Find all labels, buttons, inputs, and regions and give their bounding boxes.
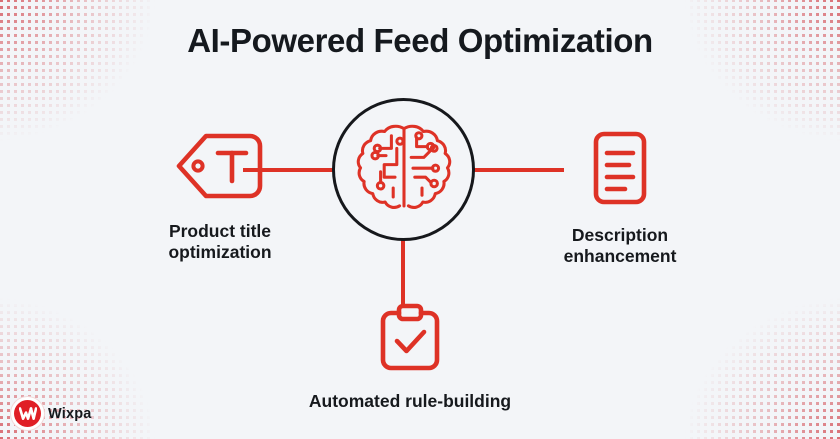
- page-title: AI-Powered Feed Optimization: [187, 22, 653, 59]
- document-lines-icon: [590, 130, 650, 211]
- node-label-automated-rule-building: Automated rule-building: [308, 391, 512, 411]
- node-description-enhancement[interactable]: Description enhancement: [540, 130, 700, 268]
- connector-left: [243, 168, 335, 172]
- brand-wordmark: Wixpa: [48, 405, 92, 422]
- brain-ring-outline: [332, 98, 475, 241]
- center-node-ai-brain: [332, 98, 475, 241]
- corner-dots-bottom-right: [684, 297, 840, 439]
- node-label-description-enhancement: Description enhancement: [563, 225, 677, 267]
- node-automated-rule-building[interactable]: Automated rule-building: [282, 302, 538, 412]
- connector-bottom: [401, 238, 405, 306]
- price-tag-text-icon: [173, 130, 267, 207]
- brand-logo[interactable]: Wixpa: [14, 400, 92, 427]
- ai-brain-circuit-icon: [350, 116, 458, 224]
- node-product-title-optimization[interactable]: Product title optimization: [140, 130, 300, 264]
- wixpa-w-icon: [14, 400, 41, 427]
- clipboard-check-icon: [377, 302, 443, 379]
- node-label-product-title-optimization: Product title optimization: [168, 221, 272, 263]
- connector-right: [472, 168, 564, 172]
